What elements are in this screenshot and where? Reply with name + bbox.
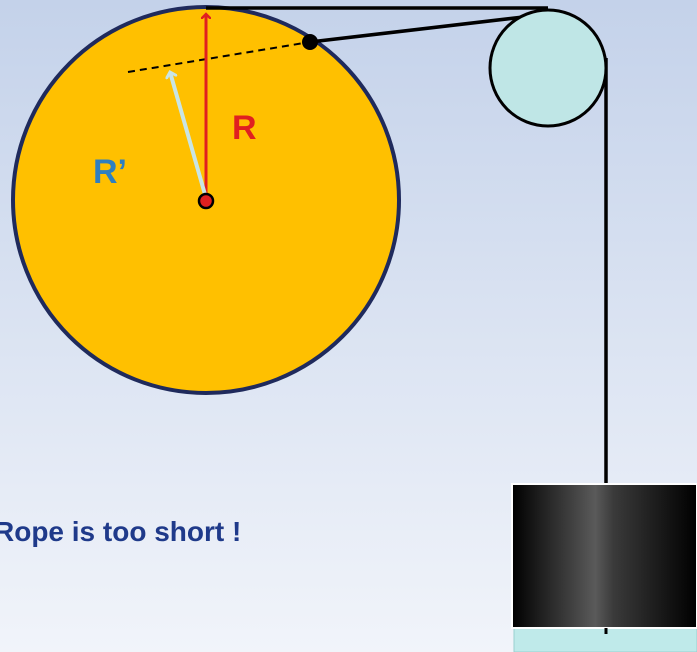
label-r: R [232, 109, 257, 147]
dashed-chord [127, 41, 311, 73]
caption-text: Rope is too short ! [0, 516, 241, 547]
disk-center-point [197, 192, 215, 210]
pulley [488, 8, 608, 128]
rope-tangent-segment [309, 14, 533, 44]
hanging-weight [511, 483, 697, 629]
rope-attachment-point [302, 34, 318, 50]
radius-r-prime-arrow [170, 72, 208, 199]
label-r-prime: R’ [93, 153, 127, 191]
